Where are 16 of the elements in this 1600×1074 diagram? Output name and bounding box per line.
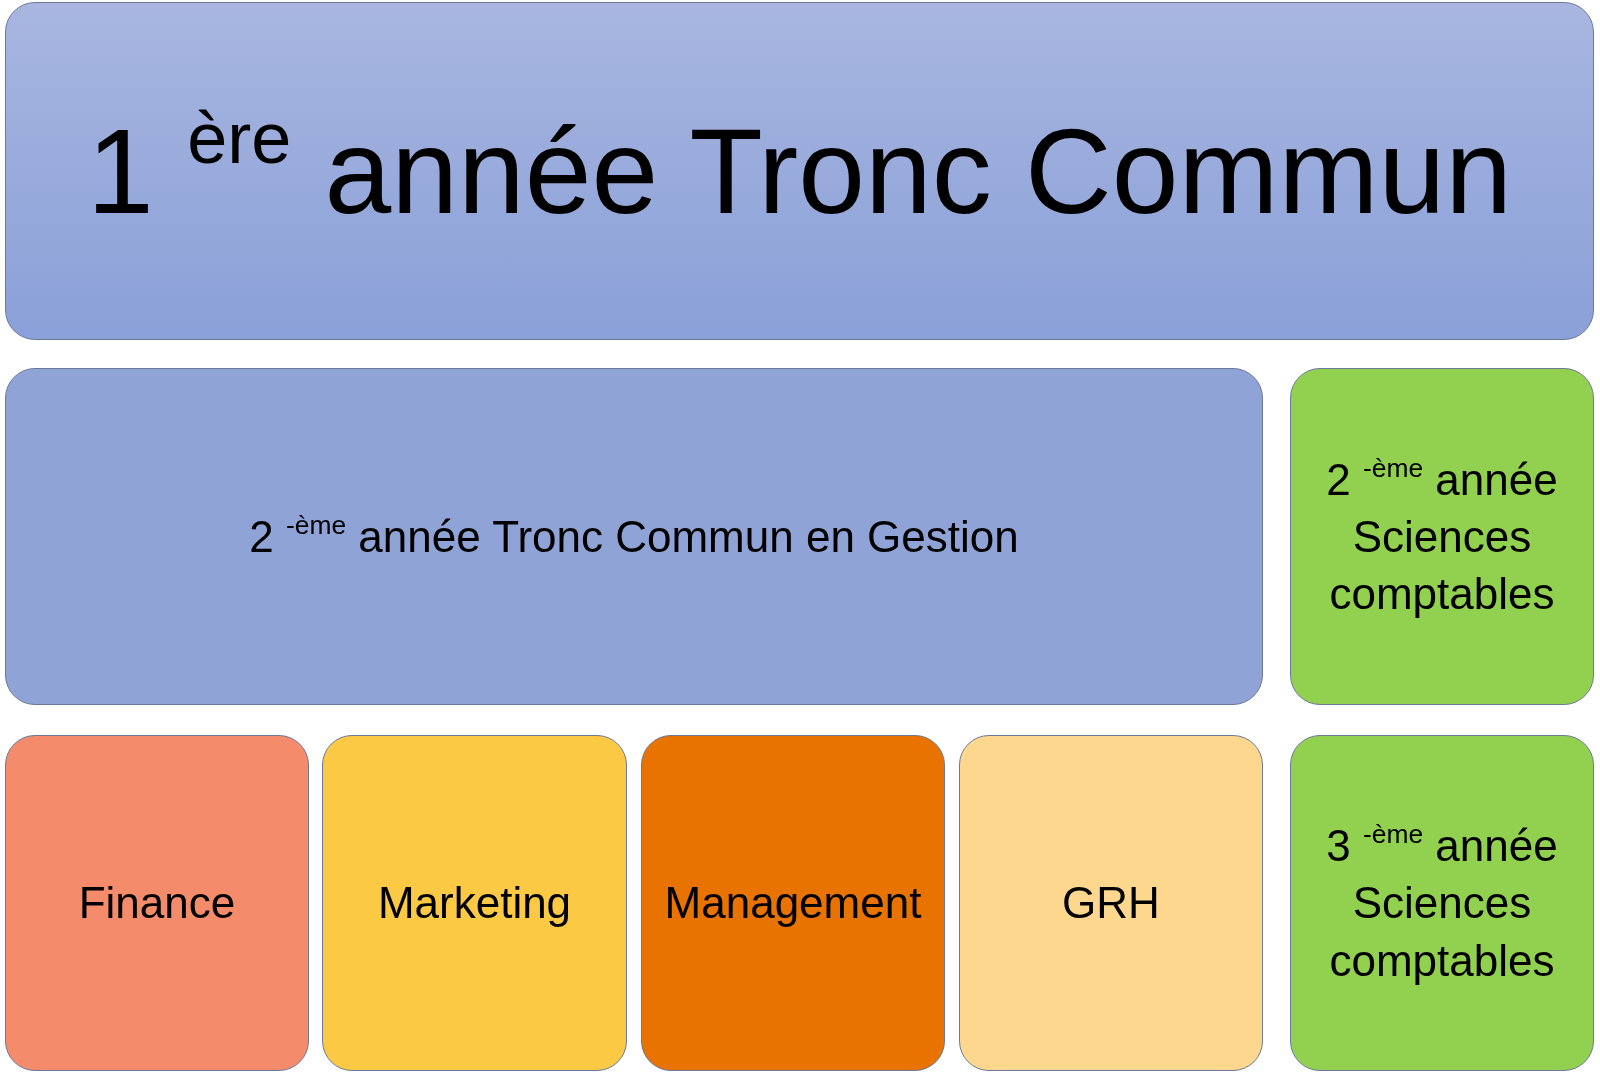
node-text: GRH (1062, 877, 1160, 930)
track-box (959, 735, 1263, 1071)
title-banner (5, 2, 1594, 340)
node-text: Management (664, 877, 922, 930)
node-text: 1 $^{ère}$ année Tronc Commun (87, 96, 1512, 240)
node-text: 2 $^{-ème}$ année Tronc Commun en Gestion (249, 508, 1019, 563)
track-box (322, 735, 627, 1071)
stage-box (5, 368, 1263, 705)
node-text: Marketing (377, 877, 572, 930)
node-text: 3 $^{-ème}$ année Sciences comptables (1325, 817, 1559, 987)
track-box (641, 735, 945, 1071)
stage-box (1290, 368, 1594, 705)
node-text: 2 $^{-ème}$ année Sciences comptables (1325, 451, 1559, 621)
node-text: Finance (78, 877, 236, 930)
track-box (5, 735, 309, 1071)
stage-box (1290, 735, 1594, 1071)
